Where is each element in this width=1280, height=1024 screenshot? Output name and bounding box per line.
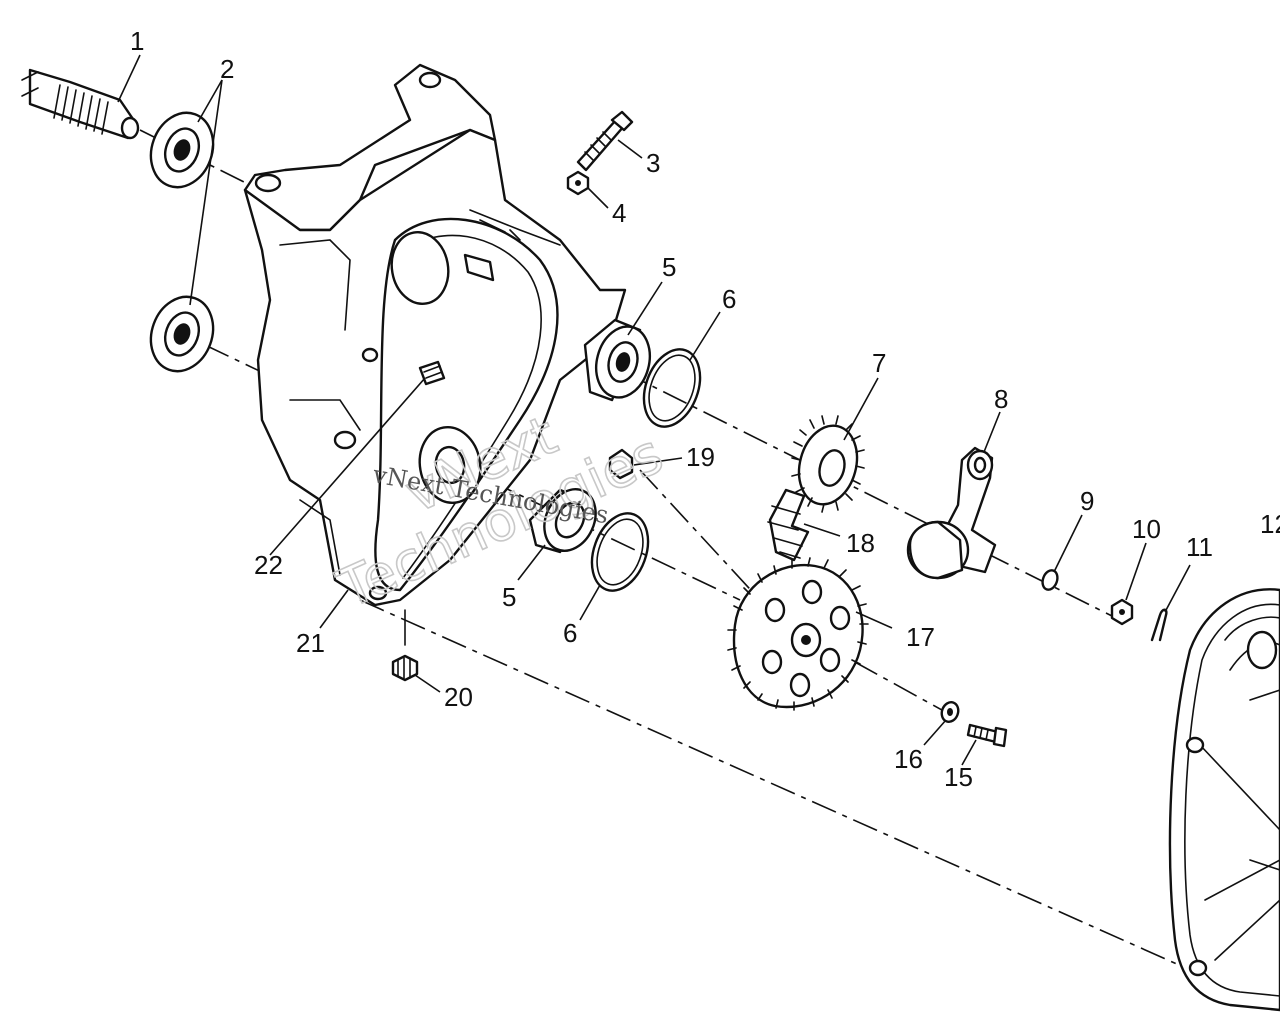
part-20-fill-plug <box>391 609 419 682</box>
part-15-bolt <box>966 723 1008 748</box>
part-16-washer <box>940 701 960 723</box>
callout-6-lower: 6 <box>563 618 577 648</box>
part-5-bearing-upper <box>583 318 651 402</box>
part-12-chaincase-cover <box>1168 588 1280 1012</box>
callout-18: 18 <box>846 528 875 558</box>
callout-8: 8 <box>994 384 1008 414</box>
callout-numbers: 1 2 3 4 5 6 7 8 9 10 11 12 19 18 17 16 1… <box>130 26 1280 792</box>
part-3-bolt <box>576 110 634 172</box>
callout-5-upper: 5 <box>662 252 676 282</box>
part-18-chain <box>767 488 810 562</box>
callout-12: 12 <box>1260 509 1280 539</box>
callout-20: 20 <box>444 682 473 712</box>
part-2-seal-upper <box>149 111 215 189</box>
part-8-tensioner-arm <box>906 446 997 580</box>
part-4-nut <box>566 170 590 196</box>
part-7-upper-sprocket <box>791 415 865 513</box>
callout-7: 7 <box>872 348 886 378</box>
callout-5-lower: 5 <box>502 582 516 612</box>
callout-6-upper: 6 <box>722 284 736 314</box>
callout-15: 15 <box>944 762 973 792</box>
callout-9: 9 <box>1080 486 1094 516</box>
callout-2: 2 <box>220 54 234 84</box>
part-1-shaft <box>21 68 140 140</box>
part-9-washer <box>1041 569 1059 591</box>
callout-22: 22 <box>254 550 283 580</box>
callout-16: 16 <box>894 744 923 774</box>
callout-17: 17 <box>906 622 935 652</box>
part-10-nut <box>1110 598 1134 626</box>
callout-10: 10 <box>1132 514 1161 544</box>
part-17-lower-sprocket <box>727 557 869 711</box>
part-6-snap-ring-lower <box>590 512 650 592</box>
callout-4: 4 <box>612 198 626 228</box>
part-2-seal-lower <box>149 295 215 373</box>
callout-11: 11 <box>1186 532 1213 562</box>
callout-3: 3 <box>646 148 660 178</box>
part-6-snap-ring-upper <box>642 348 702 428</box>
part-19-plug <box>608 448 634 480</box>
callout-1: 1 <box>130 26 144 56</box>
part-5-bearing-lower <box>528 488 597 554</box>
callout-21: 21 <box>296 628 325 658</box>
callout-19: 19 <box>686 442 715 472</box>
part-11-cotter-pin <box>1150 608 1168 642</box>
leader-lines <box>117 54 1191 766</box>
